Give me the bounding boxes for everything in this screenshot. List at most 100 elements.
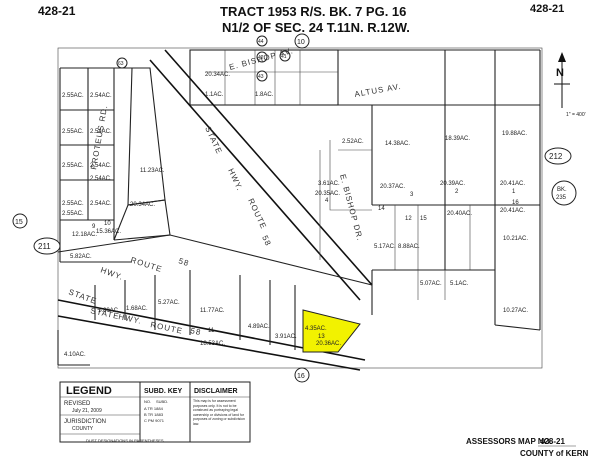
parcel-4-35: 4.35AC.	[305, 326, 327, 332]
legend-jurisdiction-value: COUNTY	[72, 426, 94, 432]
road-label-route-left: ROUTE	[129, 255, 163, 274]
map-title-line2: N1/2 OF SEC. 24 T.11N. R.12W.	[222, 20, 410, 35]
circle-211: 211	[33, 237, 61, 255]
scale-label: 1" = 400'	[566, 112, 586, 118]
parcel-3-61: 3.61AC.	[318, 181, 340, 187]
parcel-num-4: 4	[325, 198, 329, 204]
parcel-num-13: 13	[318, 334, 325, 340]
parcel-b5: 2.54AC.	[90, 176, 112, 182]
parcel-b1: 2.54AC.	[90, 93, 112, 99]
parcel-1-80: 1.80AC.	[98, 308, 120, 314]
parcel-b3: 2.54AC.	[90, 163, 112, 169]
subd-key-col2: SUBD.	[156, 399, 168, 404]
parcel-14-38: 14.38AC.	[385, 141, 410, 147]
parcel-5-07: 5.07AC.	[420, 281, 442, 287]
circle-42: 42	[256, 51, 268, 63]
parcel-11: 11.23AC.	[140, 168, 165, 174]
parcel-a1: 2.55AC.	[62, 93, 84, 99]
parcel-a4: 2.55AC.	[62, 201, 84, 207]
left-lot-grid	[59, 67, 132, 263]
footer-county: COUNTY of KERN	[520, 449, 589, 458]
parcel-20-34	[113, 199, 171, 241]
parcel-num-11: 11	[208, 328, 215, 334]
svg-text:16: 16	[297, 373, 305, 380]
road-label-hwy-bottom: HWY.	[118, 312, 143, 326]
circle-16: 16	[294, 367, 310, 383]
parcel-20-40: 20.40AC.	[447, 211, 472, 217]
highway-58-center-edge	[164, 49, 373, 286]
parcel-5: 5.82AC.	[70, 254, 92, 260]
legend-title: LEGEND	[66, 385, 112, 397]
parcel-5-1: 5.1AC.	[450, 281, 469, 287]
parcel-20-37: 20.37AC.	[380, 184, 405, 190]
parcel-2-52: 2.52AC.	[342, 139, 364, 145]
legend-revised-date: July 21, 2009	[72, 408, 102, 414]
parcel-9-ac: 12.18AC.	[72, 232, 97, 238]
road-label-58-bottom: 58	[190, 326, 203, 337]
parcel-10-num: 10	[104, 221, 111, 227]
circle-212: 212	[544, 147, 572, 165]
parcel-a5: 2.55AC.	[62, 211, 84, 217]
parcel-20-34b: 20.34AC.	[205, 72, 230, 78]
subd-key-row-c: C PM 9071	[144, 418, 165, 423]
parcel-num-3: 3	[410, 192, 414, 198]
parcel-20-41b: 20.41AC.	[500, 208, 525, 214]
svg-text:235: 235	[556, 195, 567, 201]
parcel-1-8: 1.8AC.	[255, 92, 274, 98]
svg-text:43: 43	[258, 74, 264, 80]
parcel-9-num: 9	[92, 224, 96, 230]
footer-assessor-label: ASSESSORS MAP NO.	[466, 437, 552, 446]
parcel-5-27: 5.27AC.	[158, 300, 180, 306]
parcel-labels: 2.55AC. 2.55AC. 2.55AC. 2.55AC. 2.55AC. …	[62, 72, 528, 358]
parcel-3-91: 3.91AC.	[275, 334, 297, 340]
north-arrow-icon	[554, 52, 570, 108]
parcel-10-27: 10.27AC.	[503, 308, 528, 314]
svg-text:211: 211	[38, 242, 51, 251]
parcel-num-1: 1	[512, 189, 516, 195]
legend-revised-label: REVISED	[64, 401, 91, 407]
subd-key-title: SUBD. KEY	[144, 388, 182, 395]
parcel-8-88: 8.88AC.	[398, 244, 420, 250]
north-label: N	[556, 67, 564, 79]
svg-text:41: 41	[281, 54, 287, 60]
parcel-num-2: 2	[455, 189, 459, 195]
parcel-20-35: 20.35AC.	[315, 191, 340, 197]
parcel-20-34: 20.34AC.	[130, 202, 155, 208]
highlighted-parcel[interactable]	[302, 309, 361, 353]
road-label-58-left: 58	[177, 256, 190, 268]
road-label-route-center: ROUTE	[246, 197, 268, 231]
svg-text:10: 10	[297, 39, 305, 46]
road-label-58-center: 58	[260, 234, 273, 248]
legend-jurisdiction-label: JURISDICTION	[64, 419, 106, 425]
parcel-1-1: 1.1AC.	[205, 92, 224, 98]
bottom-parcels	[57, 270, 296, 366]
svg-text:44: 44	[258, 39, 264, 45]
parcel-a3: 2.55AC.	[62, 163, 84, 169]
svg-text:BK.: BK.	[557, 187, 567, 193]
legend-note: DUST DESIGNATIONS IN PARENTHESES	[86, 438, 164, 443]
highway-58-center	[149, 59, 361, 301]
parcel-num-12: 12	[405, 216, 412, 222]
highway-58-left	[57, 234, 373, 286]
disclaimer-text: This map is for assessment purposes only…	[193, 399, 245, 426]
circle-15: 15	[12, 213, 28, 229]
road-label-bishop-mid: E. BISHOP DR.	[338, 173, 365, 242]
subd-key-col1: NO.	[144, 399, 151, 404]
parcel-11-77: 11.77AC.	[200, 308, 225, 314]
subd-key-row-b: B TR 1883	[144, 412, 164, 417]
right-parcel-grid	[338, 49, 541, 331]
road-label-hwy-left: HWY.	[99, 265, 124, 282]
map-number-left: 428-21	[38, 4, 76, 18]
parcel-b2: 2.54AC.	[90, 129, 112, 135]
disclaimer-title: DISCLAIMER	[194, 388, 238, 395]
circle-41: 41	[279, 50, 291, 62]
legend-box: LEGEND REVISED July 21, 2009 JURISDICTIO…	[59, 381, 141, 443]
parcel-10-21: 10.21AC.	[503, 236, 528, 242]
disclaimer-box: DISCLAIMER This map is for assessment pu…	[189, 381, 251, 443]
circle-43: 43	[256, 70, 268, 82]
road-label-hwy-center: HWY.	[226, 167, 244, 192]
circle-10: 10	[294, 33, 310, 49]
parcel-num-15: 15	[420, 216, 427, 222]
parcel-a2: 2.55AC.	[62, 129, 84, 135]
